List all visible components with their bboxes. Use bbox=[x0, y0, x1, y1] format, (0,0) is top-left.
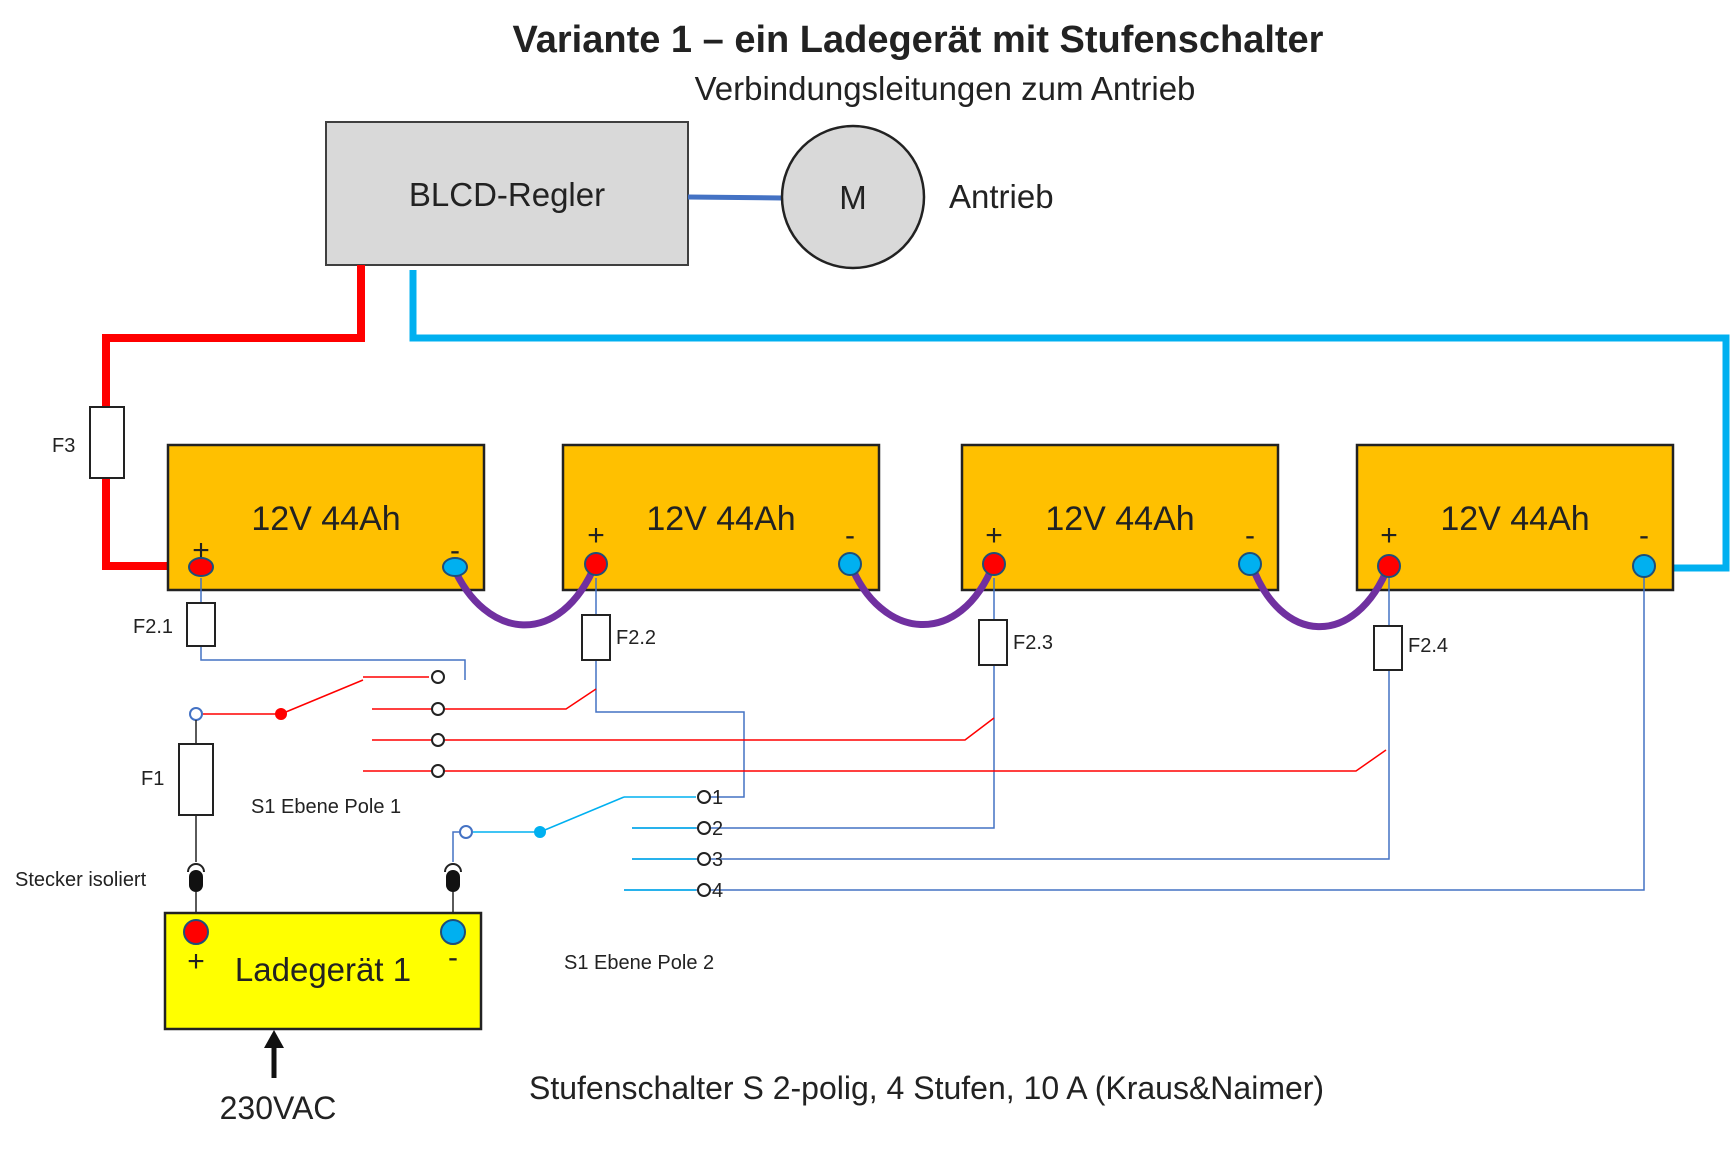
switch-level-2-wires bbox=[473, 796, 696, 891]
series-link-1 bbox=[449, 561, 600, 629]
plug-negative bbox=[444, 863, 462, 914]
battery-3-label: 12V 44Ah bbox=[1045, 500, 1194, 538]
battery-2-minus-sign: - bbox=[845, 519, 855, 552]
motor-wire bbox=[687, 194, 783, 201]
battery-1: 12V 44Ah + - bbox=[166, 443, 486, 592]
fuse-f2-2 bbox=[581, 614, 611, 661]
motor: M bbox=[780, 124, 926, 270]
switch-1-contact-3 bbox=[431, 733, 445, 747]
switch-position-3: 3 bbox=[712, 849, 723, 871]
series-link-2 bbox=[846, 561, 998, 629]
fuse-f2-1-label: F2.1 bbox=[133, 616, 173, 638]
fuse-f1 bbox=[178, 743, 214, 816]
plug-label: Stecker isoliert bbox=[15, 869, 147, 891]
fuse-f2-3 bbox=[978, 619, 1008, 666]
battery-1-label: 12V 44Ah bbox=[251, 500, 400, 538]
switch-spec-footer: Stufenschalter S 2-polig, 4 Stufen, 10 A… bbox=[529, 1070, 1324, 1106]
switch-1-contact-2 bbox=[431, 702, 445, 716]
switch-position-2: 2 bbox=[712, 818, 723, 840]
switch-2-contact-3 bbox=[697, 852, 711, 866]
switch-1-common-contact bbox=[189, 707, 203, 721]
fuse-f2-2-label: F2.2 bbox=[616, 627, 656, 649]
switch-position-4: 4 bbox=[712, 880, 723, 902]
switch-level-1-label: S1 Ebene Pole 1 bbox=[251, 796, 401, 818]
main-negative-cable bbox=[409, 270, 1730, 572]
fuse-f2-3-label: F2.3 bbox=[1013, 632, 1053, 654]
battery-2-positive-terminal bbox=[584, 552, 608, 576]
battery-4-negative-terminal bbox=[1632, 554, 1656, 578]
battery-3-plus-sign: + bbox=[985, 519, 1003, 552]
switch-level-2-label: S1 Ebene Pole 2 bbox=[564, 952, 714, 974]
fuse-f2-4-label: F2.4 bbox=[1408, 635, 1448, 657]
motor-symbol: M bbox=[839, 179, 867, 216]
battery-4-plus-sign: + bbox=[1380, 519, 1398, 552]
mains-input-arrow bbox=[264, 1030, 284, 1078]
charger-plus-sign: + bbox=[187, 945, 205, 978]
switch-2-contact-2 bbox=[697, 821, 711, 835]
battery-3-positive-terminal bbox=[982, 552, 1006, 576]
switch-2-common-contact bbox=[459, 825, 473, 839]
switch-level-1-wires bbox=[196, 676, 1387, 772]
switch-level-2 bbox=[459, 790, 711, 897]
charger: + - Ladegerät 1 bbox=[163, 911, 483, 1031]
battery-2-label: 12V 44Ah bbox=[646, 500, 795, 538]
switch-1-contact-4 bbox=[431, 764, 445, 778]
main-positive-cable bbox=[102, 265, 365, 570]
battery-4-label: 12V 44Ah bbox=[1440, 500, 1589, 538]
controller-label: BLCD-Regler bbox=[409, 176, 605, 213]
blcd-controller: BLCD-Regler bbox=[325, 121, 689, 266]
switch-1-contact-1 bbox=[431, 670, 445, 684]
battery-2-negative-terminal bbox=[838, 552, 862, 576]
switch-position-1: 1 bbox=[712, 787, 723, 809]
battery-1-minus-sign: - bbox=[450, 534, 460, 567]
fuse-f3 bbox=[89, 406, 125, 479]
plug-positive bbox=[187, 863, 205, 914]
battery-1-negative-terminal bbox=[442, 557, 468, 577]
switch-level-1 bbox=[189, 670, 445, 778]
charger-minus-sign: - bbox=[448, 941, 458, 974]
charger-label: Ladegerät 1 bbox=[235, 951, 411, 988]
battery-3-negative-terminal bbox=[1238, 552, 1262, 576]
mains-input-label: 230VAC bbox=[220, 1090, 337, 1126]
fuse-f2-1 bbox=[186, 602, 216, 647]
diagram-subtitle: Verbindungsleitungen zum Antrieb bbox=[695, 70, 1196, 107]
battery-2-plus-sign: + bbox=[587, 519, 605, 552]
diagram-title: Variante 1 – ein Ladegerät mit Stufensch… bbox=[513, 19, 1324, 61]
charge-wires-blue bbox=[200, 578, 1645, 891]
fuse-f1-label: F1 bbox=[141, 768, 164, 790]
battery-4: 12V 44Ah + - bbox=[1355, 443, 1675, 592]
charger-positive-terminal bbox=[183, 919, 209, 945]
switch-2-contact-1 bbox=[697, 790, 711, 804]
battery-3-minus-sign: - bbox=[1245, 519, 1255, 552]
fuse-f3-label: F3 bbox=[52, 435, 75, 457]
battery-4-minus-sign: - bbox=[1639, 519, 1649, 552]
fuse-f2-4 bbox=[1373, 625, 1403, 671]
battery-3: 12V 44Ah + - bbox=[960, 443, 1280, 592]
battery-1-positive-terminal bbox=[188, 557, 214, 577]
switch-1-wiper bbox=[275, 708, 287, 720]
charger-negative-terminal bbox=[440, 919, 466, 945]
switch-2-wiper bbox=[534, 826, 546, 838]
battery-4-positive-terminal bbox=[1377, 554, 1401, 578]
motor-label: Antrieb bbox=[949, 178, 1054, 215]
series-link-3 bbox=[1247, 561, 1393, 631]
battery-2: 12V 44Ah + - bbox=[561, 443, 881, 592]
switch-2-contact-4 bbox=[697, 883, 711, 897]
